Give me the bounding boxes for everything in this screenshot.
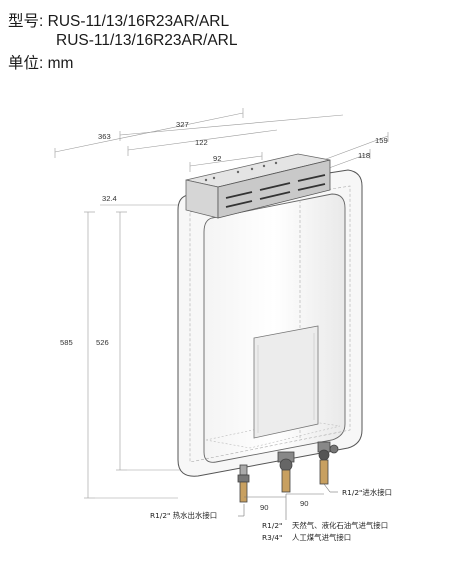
- gas-r34-label: R3/4": [262, 533, 282, 542]
- hot-water-outlet-label: R1/2" 热水出水接口: [150, 511, 217, 520]
- gas-r12-label: R1/2": [262, 521, 282, 530]
- top-vent-assembly: [185, 153, 331, 219]
- cold-water-inlet-label: R1/2"进水接口: [342, 488, 392, 497]
- model-row-2: RUS-11/13/16R23AR/ARL: [56, 31, 238, 51]
- dim-122: 122: [195, 138, 208, 147]
- dim-363: 363: [98, 132, 111, 141]
- dim-92: 92: [213, 154, 221, 163]
- dim-159: 159: [375, 136, 388, 145]
- pipe-connectors: [237, 441, 339, 503]
- model-label: 型号:: [8, 13, 44, 30]
- model-number-2: RUS-11/13/16R23AR/ARL: [56, 32, 238, 49]
- top-dimension-lines: [54, 108, 389, 206]
- dim-585: 585: [60, 338, 73, 347]
- model-row: 型号: RUS-11/13/16R23AR/ARL: [8, 12, 229, 32]
- dim-118: 118: [358, 151, 370, 160]
- unit-label: 单位:: [8, 55, 44, 72]
- unit-row: 单位: mm: [8, 54, 73, 74]
- model-number: RUS-11/13/16R23AR/ARL: [47, 13, 230, 30]
- dim-90-left: 90: [260, 503, 268, 512]
- unit-value: mm: [47, 55, 74, 72]
- dim-526: 526: [96, 338, 109, 347]
- heater-body: [177, 169, 363, 477]
- gas-town-gas-label: 人工煤气进气接口: [292, 533, 351, 542]
- dim-90-right: 90: [300, 499, 308, 508]
- vertical-dimension-lines: [84, 211, 205, 499]
- dim-327: 327: [176, 120, 189, 129]
- gas-natural-lpg-label: 天然气、液化石油气进气接口: [292, 521, 388, 530]
- bottom-leader-lines: [238, 483, 338, 520]
- dim-32-4: 32.4: [102, 194, 117, 203]
